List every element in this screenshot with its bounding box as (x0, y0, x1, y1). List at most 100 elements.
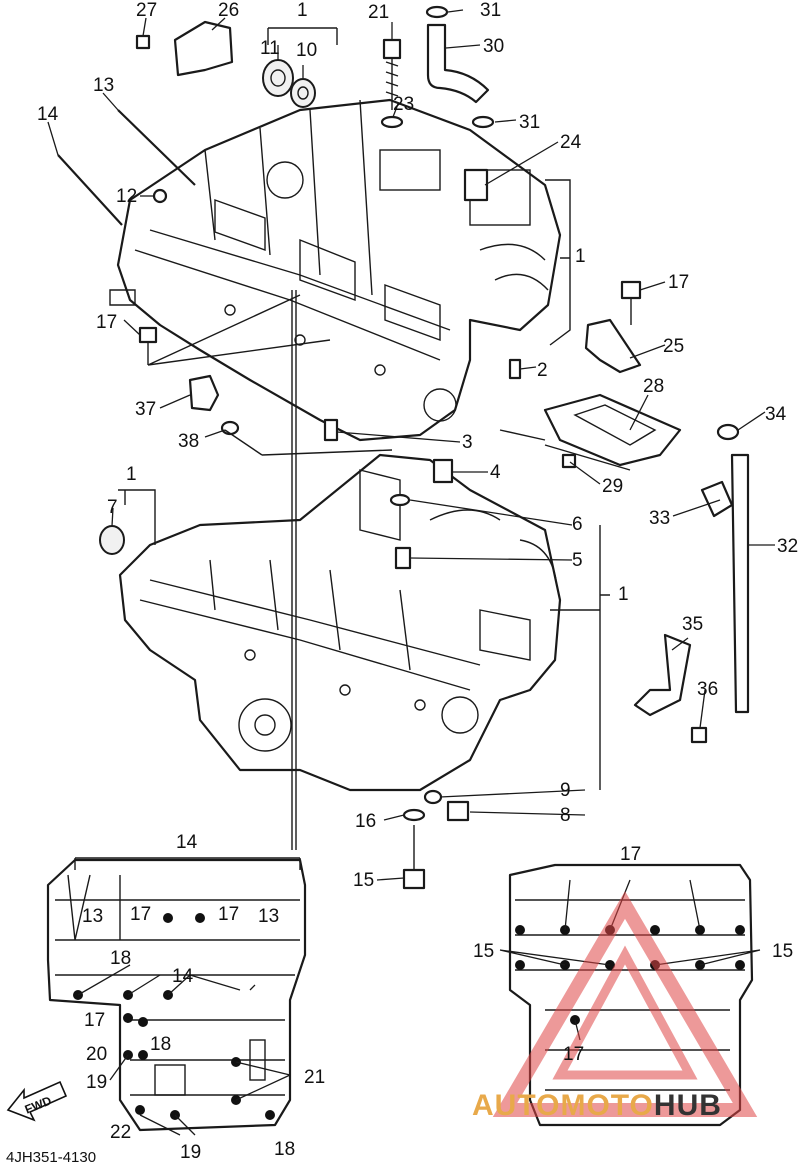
callout-25: 25 (663, 336, 684, 357)
callout-7: 7 (107, 497, 118, 518)
callout-6: 6 (572, 514, 583, 535)
washer-part-23 (380, 115, 404, 129)
callout-inset-right-17-bottom: 17 (563, 1044, 584, 1065)
callout-8: 8 (560, 805, 571, 826)
callouts-main: 27 26 1 11 10 21 31 30 23 31 24 13 14 12… (37, 0, 798, 891)
callout-inset-right-15-left: 15 (473, 941, 494, 962)
callout-12: 12 (116, 186, 137, 207)
callout-inset-right-17-top: 17 (620, 844, 641, 865)
callout-36: 36 (697, 679, 718, 700)
fwd-arrow-icon: FWD (6, 1080, 68, 1122)
dowel-part-4 (432, 458, 454, 484)
callout-14: 14 (37, 104, 59, 125)
callouts-inset-left: 14 13 17 17 13 18 14 17 18 20 19 21 22 1… (82, 832, 325, 1163)
svg-text:AUTOMOTOHUB: AUTOMOTOHUB (472, 1089, 722, 1122)
cover-plate-part-28 (543, 393, 682, 467)
callout-17-b: 17 (96, 312, 117, 333)
callout-26: 26 (218, 0, 239, 21)
callout-31-a: 31 (480, 0, 501, 21)
callout-inset-22: 22 (110, 1122, 131, 1143)
dowel-part-12 (152, 188, 168, 204)
callout-inset-19-a: 19 (86, 1072, 107, 1093)
callout-2: 2 (537, 360, 548, 381)
bolt-part-3 (323, 418, 339, 442)
callout-21-top: 21 (368, 2, 389, 23)
stud-part-13 (117, 109, 196, 186)
callout-37: 37 (135, 399, 156, 420)
callout-38: 38 (178, 431, 199, 452)
sensor-part-37 (188, 374, 220, 412)
callout-inset-14-top: 14 (176, 832, 198, 853)
callout-1-left: 1 (126, 464, 137, 485)
callout-4: 4 (490, 462, 501, 483)
callout-inset-17-left: 17 (130, 904, 151, 925)
upper-crankcase (109, 98, 562, 442)
cover-part-26 (173, 20, 234, 77)
callout-inset-13-left: 13 (82, 906, 103, 927)
callout-inset-17-c: 17 (84, 1010, 105, 1031)
callout-9: 9 (560, 780, 571, 801)
bolt-part-27 (135, 34, 151, 50)
callout-inset-18-a: 18 (110, 948, 131, 969)
clip-part-31-b (471, 115, 495, 129)
callout-10: 10 (296, 40, 317, 61)
parts-small (57, 5, 750, 890)
callout-35: 35 (682, 614, 703, 635)
dowel-part-5 (394, 546, 412, 570)
callout-13: 13 (93, 75, 114, 96)
bolt-part-21-top (382, 38, 402, 60)
callout-24: 24 (560, 132, 582, 153)
bolt-part-17-left (138, 326, 158, 344)
fitting-part-24 (463, 168, 489, 202)
bolt-part-29 (561, 453, 577, 469)
callout-3: 3 (462, 432, 473, 453)
bearing-part-11 (262, 59, 294, 97)
callout-17-a: 17 (668, 272, 689, 293)
bolt-part-17-right (620, 280, 642, 300)
callout-1-right: 1 (575, 246, 586, 267)
callout-inset-14-b: 14 (172, 966, 194, 987)
callouts-inset-right: 17 15 15 17 (473, 844, 793, 1065)
leader-lines (47, 9, 775, 881)
hose-part-30 (426, 23, 490, 104)
inset-bottom-left (46, 857, 307, 1136)
callout-16: 16 (355, 811, 376, 832)
stud-part-14 (57, 154, 123, 226)
plug-part-8 (446, 800, 470, 822)
hose-part-32 (730, 453, 750, 714)
bearing-part-7 (99, 525, 125, 555)
callout-34: 34 (765, 404, 787, 425)
callout-28: 28 (643, 376, 664, 397)
callout-23: 23 (393, 94, 414, 115)
bracket-part-25 (584, 318, 642, 374)
callout-5: 5 (572, 550, 583, 571)
callout-1-mid: 1 (618, 584, 629, 605)
watermark-part1: AUTOMOTO (472, 1089, 654, 1122)
ring-part-6 (389, 493, 411, 507)
callout-11: 11 (260, 38, 280, 59)
clip-part-34 (716, 423, 740, 441)
clip-part-31-a (425, 5, 449, 19)
callout-inset-13-right: 13 (258, 906, 279, 927)
callout-inset-20: 20 (86, 1044, 107, 1065)
callout-30: 30 (483, 36, 504, 57)
clamp-part-33 (700, 480, 734, 518)
watermark-logo (492, 891, 758, 1117)
oring-part-38 (220, 420, 240, 436)
lower-crankcase (118, 453, 562, 792)
callout-33: 33 (649, 508, 670, 529)
callout-32: 32 (777, 536, 798, 557)
watermark-text: AUTOMOTOHUB (472, 1089, 722, 1122)
bracket-part-35 (633, 633, 692, 717)
callout-29: 29 (602, 476, 623, 497)
oring-part-9 (423, 789, 443, 805)
callout-15: 15 (353, 870, 374, 891)
washer-part-16 (402, 808, 426, 822)
callout-27: 27 (136, 0, 157, 21)
callout-inset-18-b: 18 (150, 1034, 171, 1055)
callout-31-b: 31 (519, 112, 540, 133)
bolt-part-36 (690, 726, 708, 744)
callout-inset-17-right: 17 (218, 904, 239, 925)
dowel-part-2 (508, 358, 522, 380)
